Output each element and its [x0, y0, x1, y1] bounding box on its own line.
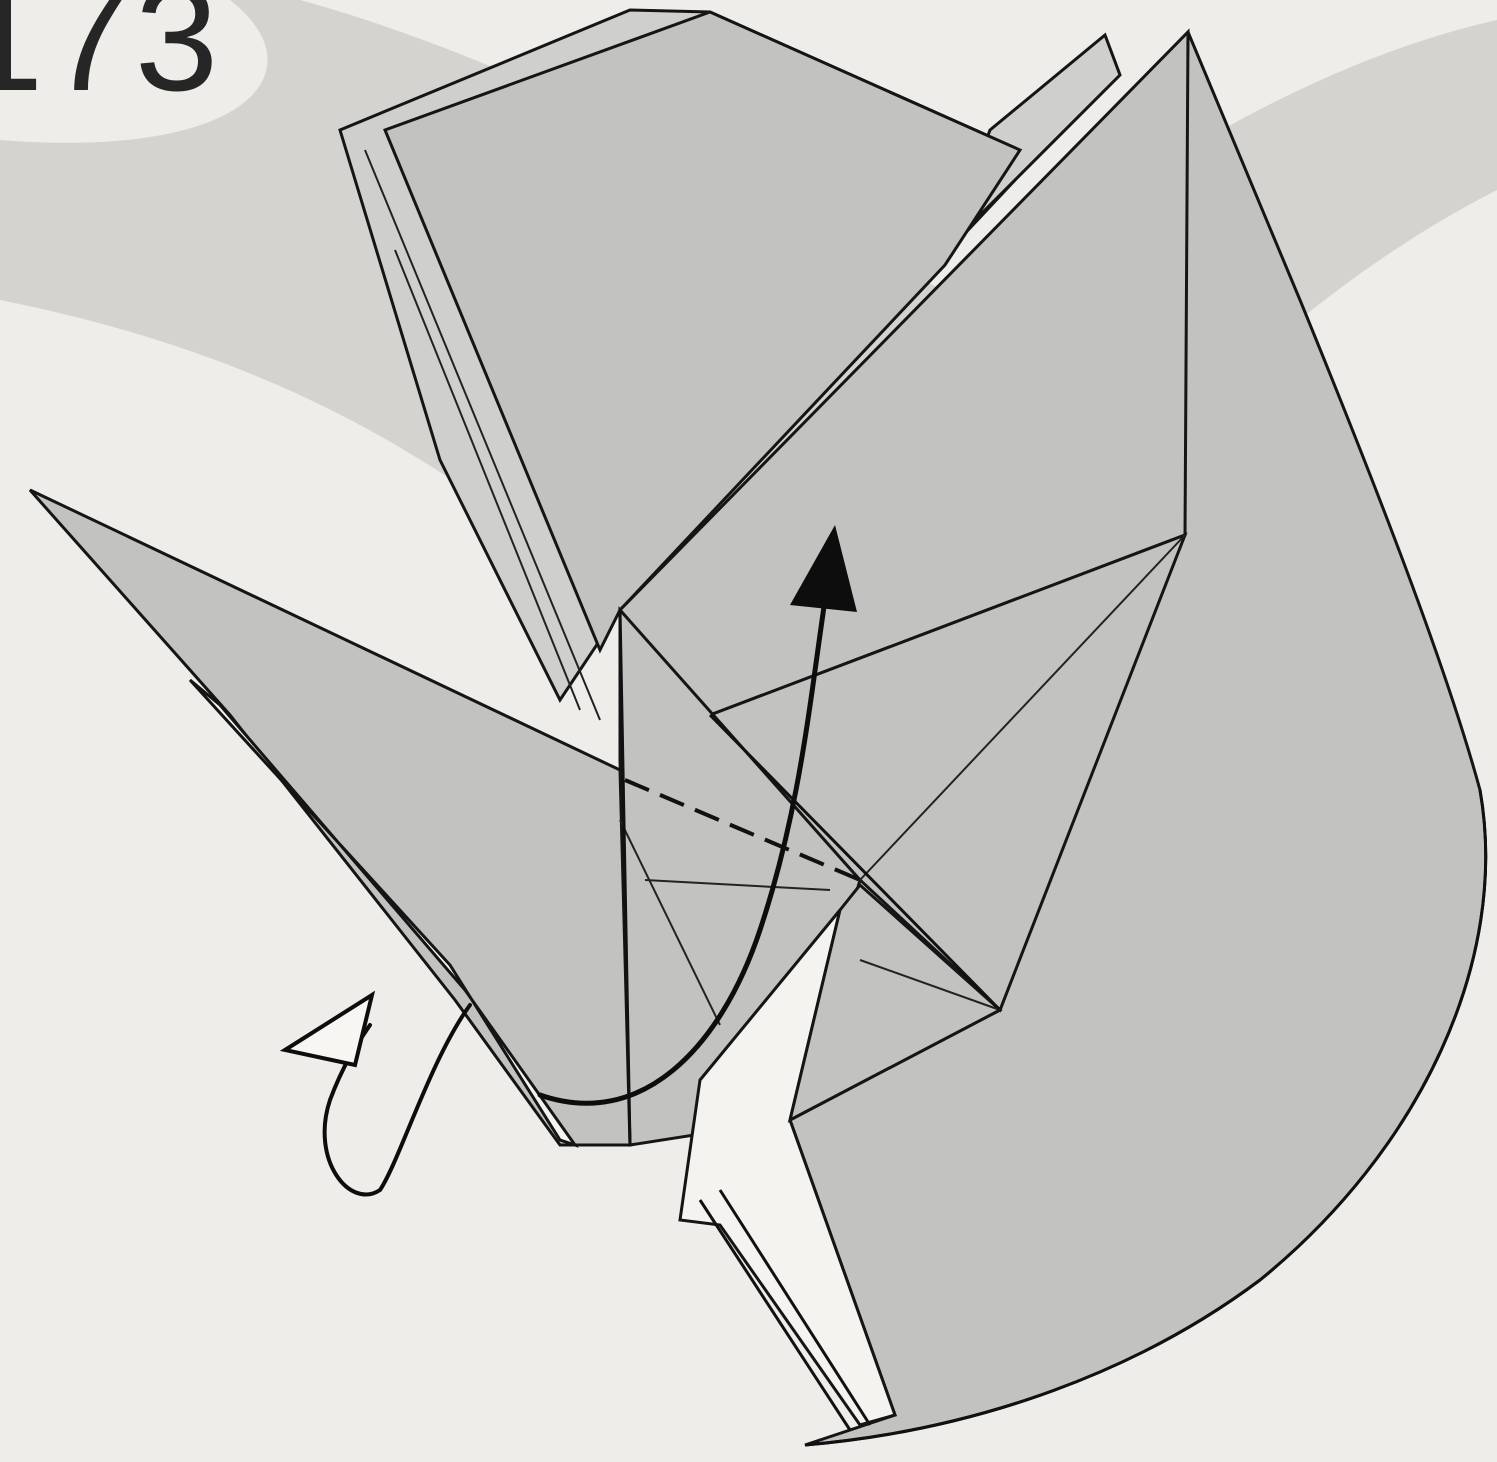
- step-number: 173: [0, 0, 222, 122]
- turn-over-arrow-icon: [285, 995, 372, 1065]
